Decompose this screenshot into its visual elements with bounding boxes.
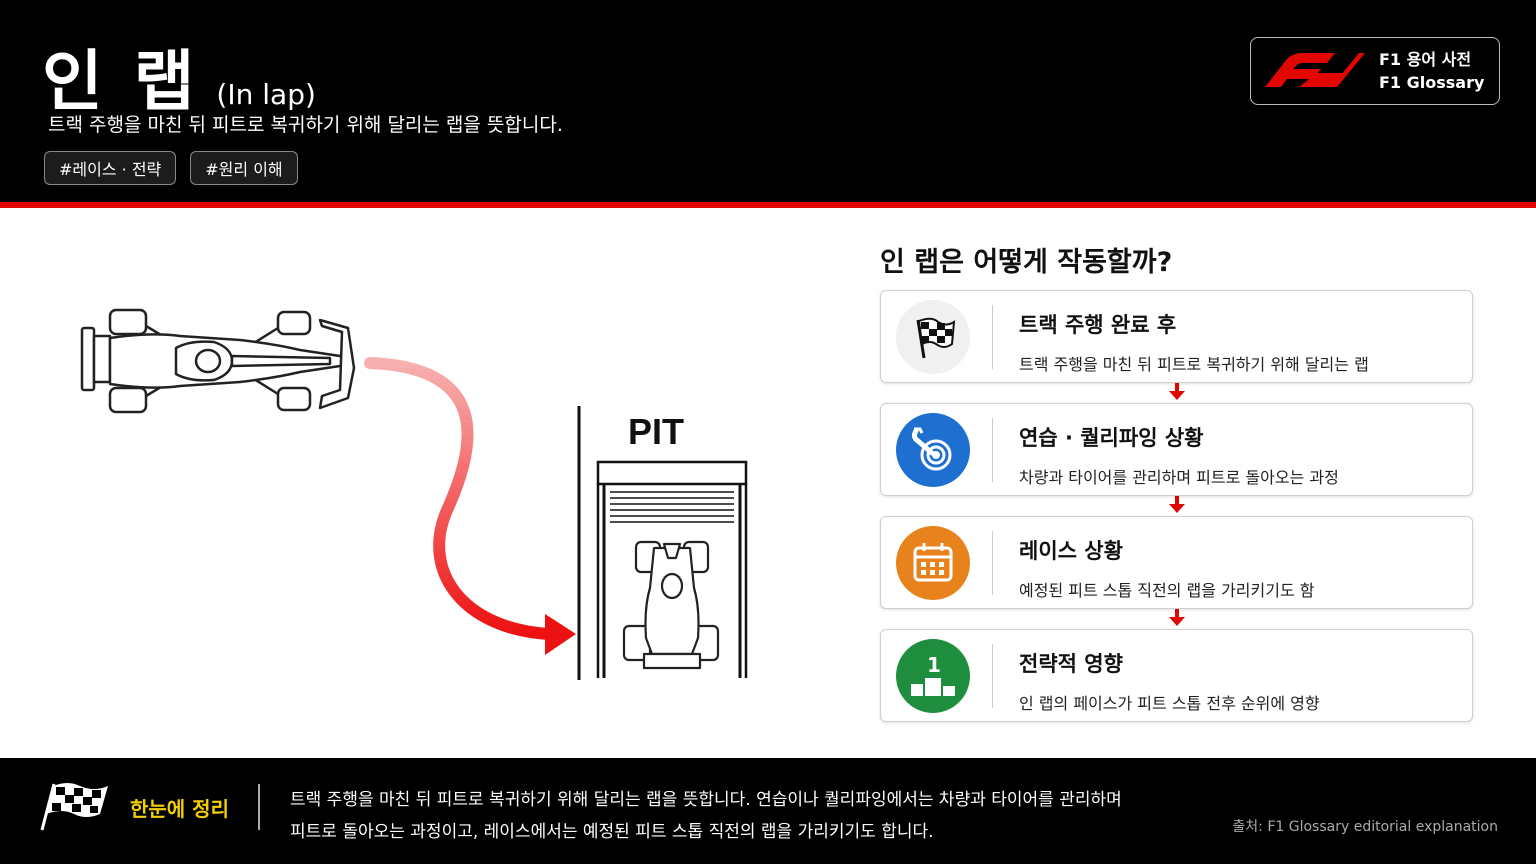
- card-divider: [992, 305, 993, 369]
- step-card-2: 연습 · 퀄리파잉 상황 차량과 타이어를 관리하며 피트로 돌아오는 과정: [880, 403, 1473, 496]
- step-card-1: 트랙 주행 완료 후 트랙 주행을 마친 뒤 피트로 복귀하기 위해 달리는 랩: [880, 290, 1473, 383]
- tag-list: #레이스 · 전략 #원리 이해: [44, 151, 298, 185]
- step-text-4: 전략적 영향 인 랩의 페이스가 피트 스톱 전후 순위에 영향: [1019, 648, 1320, 714]
- svg-text:1: 1: [927, 653, 941, 677]
- footer-text: 트랙 주행을 마친 뒤 피트로 복귀하기 위해 달리는 랩을 뜻합니다. 연습이…: [290, 784, 1190, 848]
- brand-text: F1 용어 사전 F1 Glossary: [1379, 48, 1484, 94]
- wrench-target-icon: [896, 412, 970, 487]
- header-divider: [0, 202, 1536, 208]
- tag-race-strategy[interactable]: #레이스 · 전략: [44, 151, 177, 185]
- pit-label: PIT: [628, 411, 684, 452]
- brand-line-en: F1 Glossary: [1379, 73, 1485, 92]
- card-divider: [992, 531, 993, 595]
- step-text-3: 레이스 상황 예정된 피트 스톱 직전의 랩을 가리키기도 함: [1019, 535, 1314, 601]
- calendar-icon: [896, 525, 970, 600]
- step-card-4: 1 전략적 영향 인 랩의 페이스가 피트 스톱 전후 순위에 영향: [880, 629, 1473, 722]
- step-text-2: 연습 · 퀄리파잉 상황 차량과 타이어를 관리하며 피트로 돌아오는 과정: [1019, 422, 1339, 488]
- pit-lane-arrow: [364, 357, 554, 640]
- steps-title: 인 랩은 어떻게 작동할까?: [880, 247, 1173, 278]
- page-title: 인 랩: [42, 43, 199, 120]
- source-credit: 출처: F1 Glossary editorial explanation: [1232, 819, 1498, 835]
- brand-line-ko: F1 용어 사전: [1379, 50, 1472, 69]
- step-desc: 차량과 타이어를 관리하며 피트로 돌아오는 과정: [1019, 468, 1339, 487]
- in-lap-illustration: PIT: [0, 208, 860, 758]
- tag-principle[interactable]: #원리 이해: [190, 151, 298, 185]
- page-title-english: (In lap): [216, 78, 316, 111]
- page-subtitle: 트랙 주행을 마친 뒤 피트로 복귀하기 위해 달리는 랩을 뜻합니다.: [48, 114, 563, 136]
- race-car-in-pit-icon: [622, 540, 720, 670]
- brand-badge: F1 용어 사전 F1 Glossary: [1250, 37, 1500, 105]
- title-row: 인 랩 (In lap): [42, 28, 316, 124]
- steps-list: 트랙 주행 완료 후 트랙 주행을 마친 뒤 피트로 복귀하기 위해 달리는 랩…: [880, 290, 1473, 722]
- step-title: 연습 · 퀄리파잉 상황: [1019, 426, 1204, 450]
- footer-label: 한눈에 정리: [130, 797, 229, 821]
- step-card-3: 레이스 상황 예정된 피트 스톱 직전의 랩을 가리키기도 함: [880, 516, 1473, 609]
- f1-logo-icon: [1265, 51, 1365, 91]
- checkered-flag-icon: [896, 299, 970, 374]
- footer-divider: [258, 784, 260, 830]
- step-text-1: 트랙 주행 완료 후 트랙 주행을 마친 뒤 피트로 복귀하기 위해 달리는 랩: [1019, 309, 1369, 375]
- step-desc: 트랙 주행을 마친 뒤 피트로 복귀하기 위해 달리는 랩: [1019, 355, 1369, 374]
- race-car-icon: [80, 308, 356, 414]
- pit-garage-icon: [596, 460, 748, 678]
- step-title: 전략적 영향: [1019, 652, 1123, 676]
- step-arrow-icon: [880, 496, 1473, 516]
- footer-text-line-2: 피트로 돌아오는 과정이고, 레이스에서는 예정된 피트 스톱 직전의 랩을 가…: [290, 822, 934, 842]
- step-arrow-icon: [880, 383, 1473, 403]
- card-divider: [992, 418, 993, 482]
- step-title: 트랙 주행 완료 후: [1019, 313, 1177, 337]
- step-desc: 예정된 피트 스톱 직전의 랩을 가리키기도 함: [1019, 581, 1315, 600]
- podium-icon: 1: [896, 638, 970, 713]
- checkered-flag-icon: [38, 780, 110, 836]
- footer-summary: 한눈에 정리 트랙 주행을 마친 뒤 피트로 복귀하기 위해 달리는 랩을 뜻합…: [0, 758, 1536, 864]
- card-divider: [992, 644, 993, 708]
- header: 인 랩 (In lap) 트랙 주행을 마친 뒤 피트로 복귀하기 위해 달리는…: [0, 0, 1536, 202]
- footer-text-line-1: 트랙 주행을 마친 뒤 피트로 복귀하기 위해 달리는 랩을 뜻합니다. 연습이…: [290, 790, 1122, 810]
- step-desc: 인 랩의 페이스가 피트 스톱 전후 순위에 영향: [1019, 694, 1320, 713]
- step-arrow-icon: [880, 609, 1473, 629]
- step-title: 레이스 상황: [1019, 539, 1123, 563]
